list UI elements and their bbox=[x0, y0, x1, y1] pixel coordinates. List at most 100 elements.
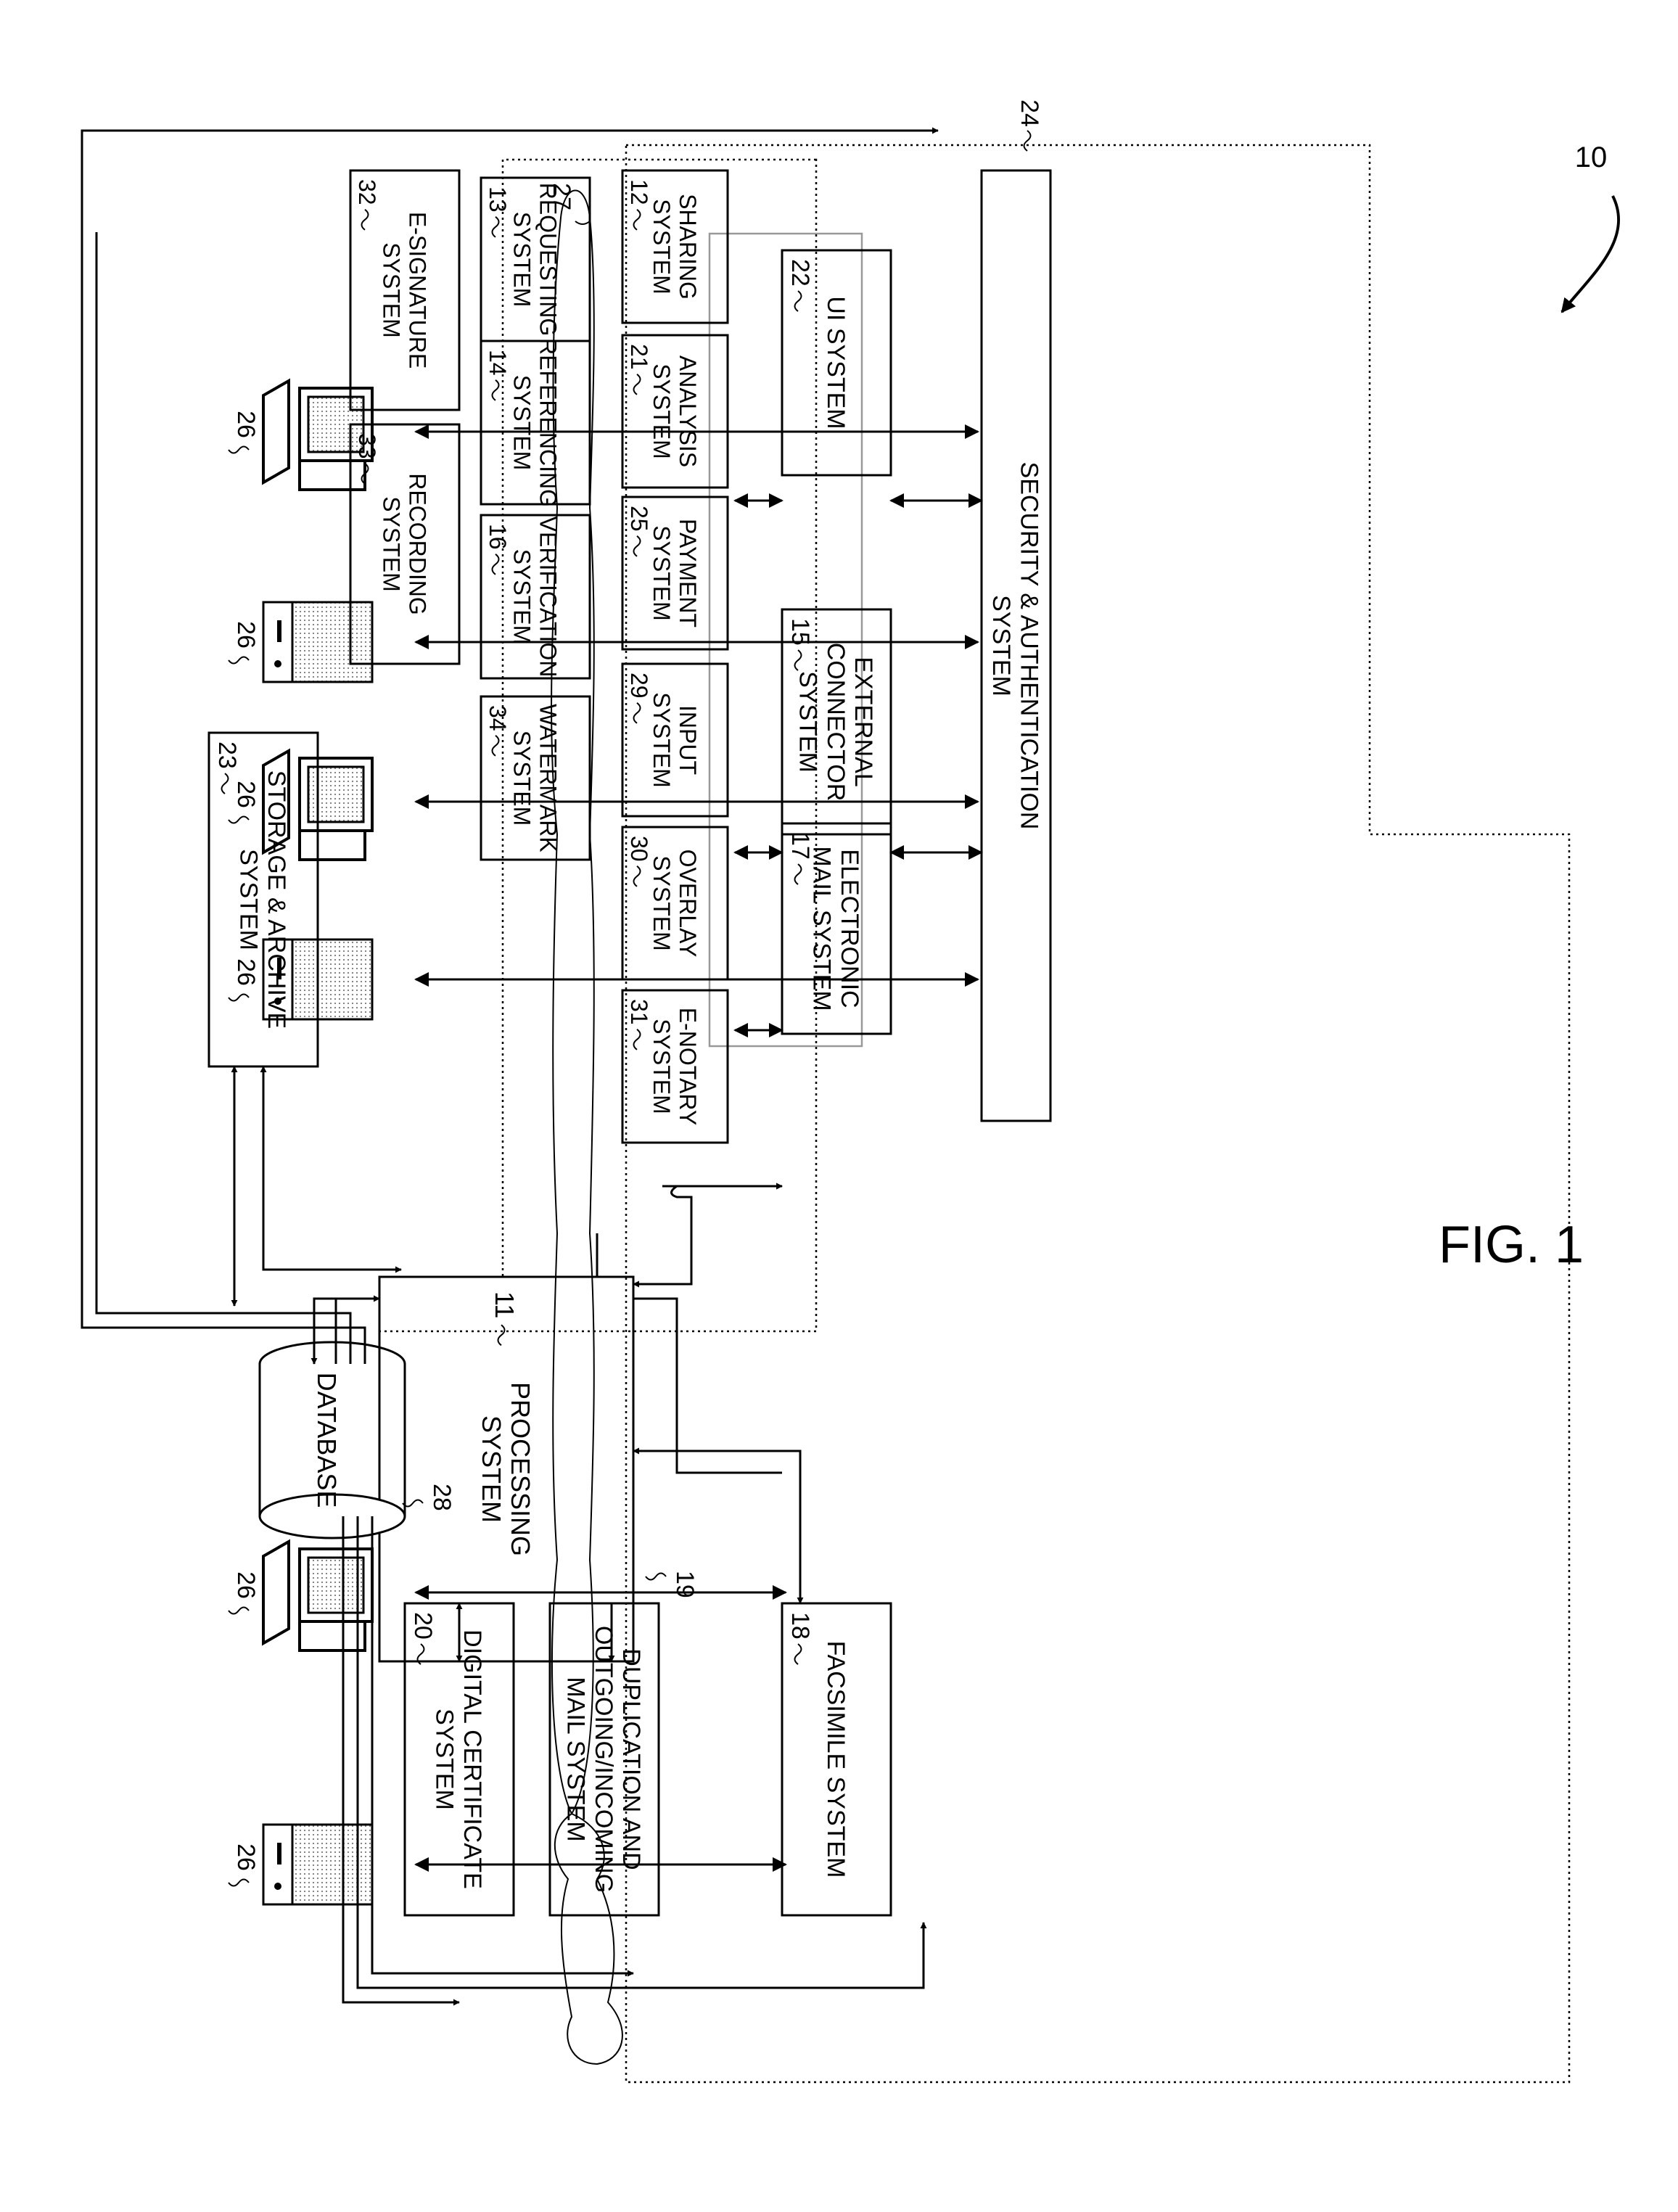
module-recordingbox-ref: 33 bbox=[354, 433, 380, 459]
module-overlaybox: OVERLAYSYSTEM30 bbox=[622, 827, 728, 979]
device-ref: 26 bbox=[232, 1843, 260, 1871]
figure-ref: 10 bbox=[1575, 141, 1608, 173]
module-overlaybox-ref: 30 bbox=[626, 836, 652, 862]
computer-icon: 26 bbox=[229, 751, 372, 860]
module-watermarkbox-ref: 34 bbox=[485, 705, 511, 731]
module-e-signaturebox-label: SYSTEM bbox=[379, 242, 405, 338]
digital-certificate-box-ref: 20 bbox=[409, 1612, 437, 1640]
module-overlaybox-ref-squiggle bbox=[634, 866, 641, 887]
device-ref: 26 bbox=[232, 411, 260, 438]
module-referencingbox-label: SYSTEM bbox=[509, 375, 535, 471]
module-watermarkbox-label: SYSTEM bbox=[509, 731, 535, 826]
ui-system-box-ref: 22 bbox=[786, 259, 814, 287]
email-system-box-ref: 17 bbox=[786, 832, 814, 860]
facsimile-system-box-ref: 18 bbox=[786, 1612, 814, 1640]
security-system-box: SECURITY & AUTHENTICATIONSYSTEM24 bbox=[982, 99, 1050, 1121]
external-connector-box-label: SYSTEM bbox=[794, 671, 822, 773]
module-sharingbox-ref: 12 bbox=[626, 179, 652, 205]
module-inputbox-ref: 29 bbox=[626, 673, 652, 699]
module-analysisbox-label: SYSTEM bbox=[649, 363, 675, 459]
fax-email-link bbox=[633, 1299, 782, 1473]
module-recordingbox-label: SYSTEM bbox=[379, 496, 405, 592]
device-ref: 26 bbox=[232, 781, 260, 808]
module-paymentbox-ref-squiggle bbox=[634, 536, 641, 556]
duplication-system-box-ref-squiggle bbox=[646, 1574, 666, 1580]
network-ref-leader bbox=[575, 221, 590, 224]
module-e-notarybox-ref-squiggle bbox=[634, 1029, 641, 1050]
module-verificationbox-ref: 16 bbox=[485, 524, 511, 550]
processing-system-box-label: PROCESSING bbox=[506, 1382, 535, 1556]
module-requestingbox-label: SYSTEM bbox=[509, 212, 535, 308]
module-inputbox-label: SYSTEM bbox=[649, 692, 675, 788]
module-verificationbox-label: VERIFICATION bbox=[535, 517, 561, 678]
module-requestingbox-ref: 13 bbox=[485, 186, 511, 213]
processing-system-box-ref: 11 bbox=[490, 1291, 519, 1318]
figure-ref-arrow bbox=[1562, 196, 1619, 312]
database-ref: 28 bbox=[428, 1484, 456, 1511]
module-analysisbox-label: ANALYSIS bbox=[675, 355, 701, 467]
module-paymentbox-ref: 25 bbox=[626, 506, 652, 532]
system-boundary bbox=[626, 145, 1569, 2082]
storage-archive-box-label: SYSTEM bbox=[235, 849, 263, 950]
module-analysisbox: ANALYSISSYSTEM21 bbox=[622, 335, 728, 488]
digital-certificate-box-label: DIGITAL CERTIFICATE bbox=[458, 1629, 486, 1889]
figure-caption: FIG. 110 bbox=[1439, 141, 1619, 1274]
module-e-notarybox-ref: 31 bbox=[626, 999, 652, 1025]
module-inputbox: INPUTSYSTEM29 bbox=[622, 664, 728, 816]
module-inputbox-label: INPUT bbox=[675, 705, 701, 775]
module-verificationbox-label: SYSTEM bbox=[509, 549, 535, 645]
module-referencingbox-label: REFERENCING bbox=[535, 338, 561, 507]
module-e-signaturebox-label: E-SIGNATURE bbox=[404, 212, 430, 369]
module-watermarkbox-ref-squiggle bbox=[493, 736, 499, 756]
ui-system-box-ref-squiggle bbox=[795, 291, 802, 311]
module-requestingbox-label: REQUESTING bbox=[535, 183, 561, 337]
server-icon: 26 bbox=[229, 940, 372, 1019]
device-ref: 26 bbox=[232, 1571, 260, 1599]
module-referencingbox-ref-squiggle bbox=[493, 380, 499, 400]
processing-system-box-label: SYSTEM bbox=[477, 1415, 506, 1523]
module-paymentbox-label: SYSTEM bbox=[649, 525, 675, 621]
module-e-signaturebox-ref-squiggle bbox=[362, 210, 369, 230]
module-overlaybox-label: OVERLAY bbox=[675, 850, 701, 958]
duplication-system-box-label: DUPLICATION AND bbox=[617, 1648, 645, 1870]
external-connector-box-ref-squiggle bbox=[795, 650, 802, 670]
processing-system-box-ref-squiggle bbox=[498, 1325, 505, 1345]
module-sharingbox-label: SHARING bbox=[675, 194, 701, 300]
email-system-box-ref-squiggle bbox=[795, 864, 802, 884]
module-e-notarybox-label: E-NOTARY bbox=[675, 1008, 701, 1125]
ui-system-box: UI SYSTEM22 bbox=[782, 250, 891, 475]
digital-certificate-box-label: SYSTEM bbox=[431, 1709, 458, 1810]
facsimile-system-box-label: FACSIMILE SYSTEM bbox=[822, 1641, 850, 1878]
database-label: DATABASE bbox=[312, 1373, 342, 1508]
module-referencingbox: REFERENCINGSYSTEM14 bbox=[481, 338, 590, 507]
storage-archive-box-ref-squiggle bbox=[222, 773, 229, 794]
module-e-notarybox-label: SYSTEM bbox=[649, 1019, 675, 1114]
facsimile-system-box-ref-squiggle bbox=[795, 1644, 802, 1664]
security-system-box-label: SECURITY & AUTHENTICATION bbox=[1015, 462, 1042, 830]
duplication-system-box-label: OUTGOING/INCOMING bbox=[590, 1626, 617, 1893]
computer-icon: 26 bbox=[229, 1542, 372, 1650]
security-system-box-ref: 24 bbox=[1016, 99, 1043, 127]
module-analysisbox-ref-squiggle bbox=[634, 374, 641, 395]
module-watermarkbox-label: WATERMARK bbox=[535, 704, 561, 852]
module-requestingbox-ref-squiggle bbox=[493, 217, 499, 237]
security-system-box-ref-squiggle bbox=[1024, 131, 1031, 151]
duplication-system-box-ref: 19 bbox=[671, 1571, 699, 1598]
module-verificationbox-ref-squiggle bbox=[493, 554, 499, 575]
duplication-system-box-label: MAIL SYSTEM bbox=[562, 1677, 590, 1841]
module-referencingbox-ref: 14 bbox=[485, 350, 511, 376]
email-system-box-label: MAIL SYSTEM bbox=[808, 846, 836, 1011]
module-recordingbox-label: RECORDING bbox=[404, 473, 430, 615]
module-paymentbox: PAYMENTSYSTEM25 bbox=[622, 497, 728, 649]
external-connector-box-label: CONNECTOR bbox=[822, 643, 850, 802]
facsimile-system-box: FACSIMILE SYSTEM 18 bbox=[782, 1603, 891, 1915]
module-overlaybox-label: SYSTEM bbox=[649, 855, 675, 951]
module-e-notarybox: E-NOTARYSYSTEM31 bbox=[622, 990, 728, 1143]
database-cylinder: DATABASE 28 bbox=[260, 1342, 456, 1538]
processing-database-link bbox=[314, 1299, 379, 1364]
module-sharingbox-ref-squiggle bbox=[634, 210, 641, 230]
storage-processing-link bbox=[263, 1066, 401, 1270]
external-connector-box-label: EXTERNAL bbox=[850, 657, 877, 787]
